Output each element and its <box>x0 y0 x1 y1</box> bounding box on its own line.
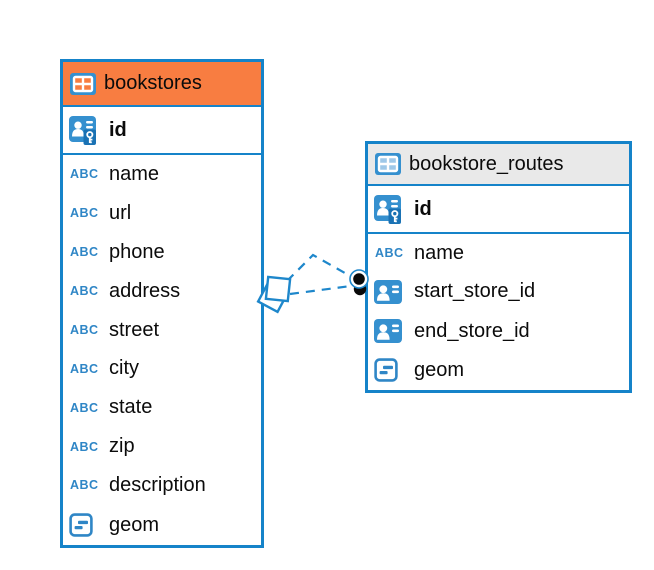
column-row-city[interactable]: ABC city <box>63 350 261 389</box>
column-label: address <box>109 279 181 302</box>
table-bookstore-routes-header[interactable]: bookstore_routes <box>368 144 629 186</box>
column-row-phone[interactable]: ABC phone <box>63 233 261 272</box>
text-type-icon: ABC <box>70 478 99 493</box>
relation-line[interactable] <box>286 253 353 282</box>
relation-line[interactable] <box>289 284 352 296</box>
column-list: ABC name start_store_id end_store_id geo… <box>368 234 629 390</box>
column-row-id[interactable]: id <box>63 107 261 155</box>
text-type-icon: ABC <box>70 322 99 337</box>
column-row-start-store-id[interactable]: start_store_id <box>368 272 629 311</box>
table-bookstores[interactable]: bookstores id ABC name ABC url ABC phone… <box>60 59 264 548</box>
table-bookstore-routes[interactable]: bookstore_routes id ABC name start_store… <box>365 141 632 393</box>
table-title: bookstores <box>104 72 202 94</box>
primary-key-icon <box>69 115 99 146</box>
column-label: id <box>414 197 432 220</box>
column-row-name[interactable]: ABC name <box>63 155 261 194</box>
table-icon <box>375 153 401 175</box>
column-label: end_store_id <box>414 319 530 342</box>
text-type-icon: ABC <box>70 167 99 182</box>
geometry-type-icon <box>69 513 93 537</box>
column-row-name[interactable]: ABC name <box>368 234 629 272</box>
column-row-address[interactable]: ABC address <box>63 272 261 311</box>
column-label: name <box>109 162 160 185</box>
column-row-zip[interactable]: ABC zip <box>63 427 261 466</box>
column-label: state <box>109 396 153 419</box>
column-row-end-store-id[interactable]: end_store_id <box>368 312 629 351</box>
text-type-icon: ABC <box>70 206 99 221</box>
column-label: url <box>109 201 132 224</box>
text-type-icon: ABC <box>70 283 99 298</box>
column-label: phone <box>109 240 165 263</box>
column-label: zip <box>109 435 135 458</box>
text-type-icon: ABC <box>375 245 404 260</box>
foreign-key-icon <box>374 319 402 343</box>
column-label: id <box>109 118 127 141</box>
column-label: start_store_id <box>414 280 536 303</box>
column-row-description[interactable]: ABC description <box>63 466 261 505</box>
relation-diamond-marker[interactable] <box>256 275 292 314</box>
relation-dot-marker[interactable] <box>349 269 369 296</box>
text-type-icon: ABC <box>70 361 99 376</box>
column-row-url[interactable]: ABC url <box>63 194 261 233</box>
text-type-icon: ABC <box>70 400 99 415</box>
column-row-street[interactable]: ABC street <box>63 311 261 350</box>
foreign-key-icon <box>374 280 402 304</box>
column-list: ABC name ABC url ABC phone ABC address A… <box>63 155 261 545</box>
column-label: city <box>109 357 139 380</box>
column-label: geom <box>109 513 160 536</box>
column-label: description <box>109 474 206 497</box>
geometry-type-icon <box>374 358 398 382</box>
text-type-icon: ABC <box>70 439 99 454</box>
column-label: street <box>109 318 160 341</box>
table-icon <box>70 73 96 95</box>
column-row-state[interactable]: ABC state <box>63 388 261 427</box>
table-bookstores-header[interactable]: bookstores <box>63 62 261 107</box>
column-row-geom[interactable]: geom <box>368 351 629 390</box>
column-label: geom <box>414 358 465 381</box>
column-row-id[interactable]: id <box>368 186 629 234</box>
primary-key-icon <box>374 194 404 225</box>
table-title: bookstore_routes <box>409 152 564 175</box>
column-row-geom[interactable]: geom <box>63 505 261 545</box>
column-label: name <box>414 241 465 264</box>
text-type-icon: ABC <box>70 245 99 260</box>
